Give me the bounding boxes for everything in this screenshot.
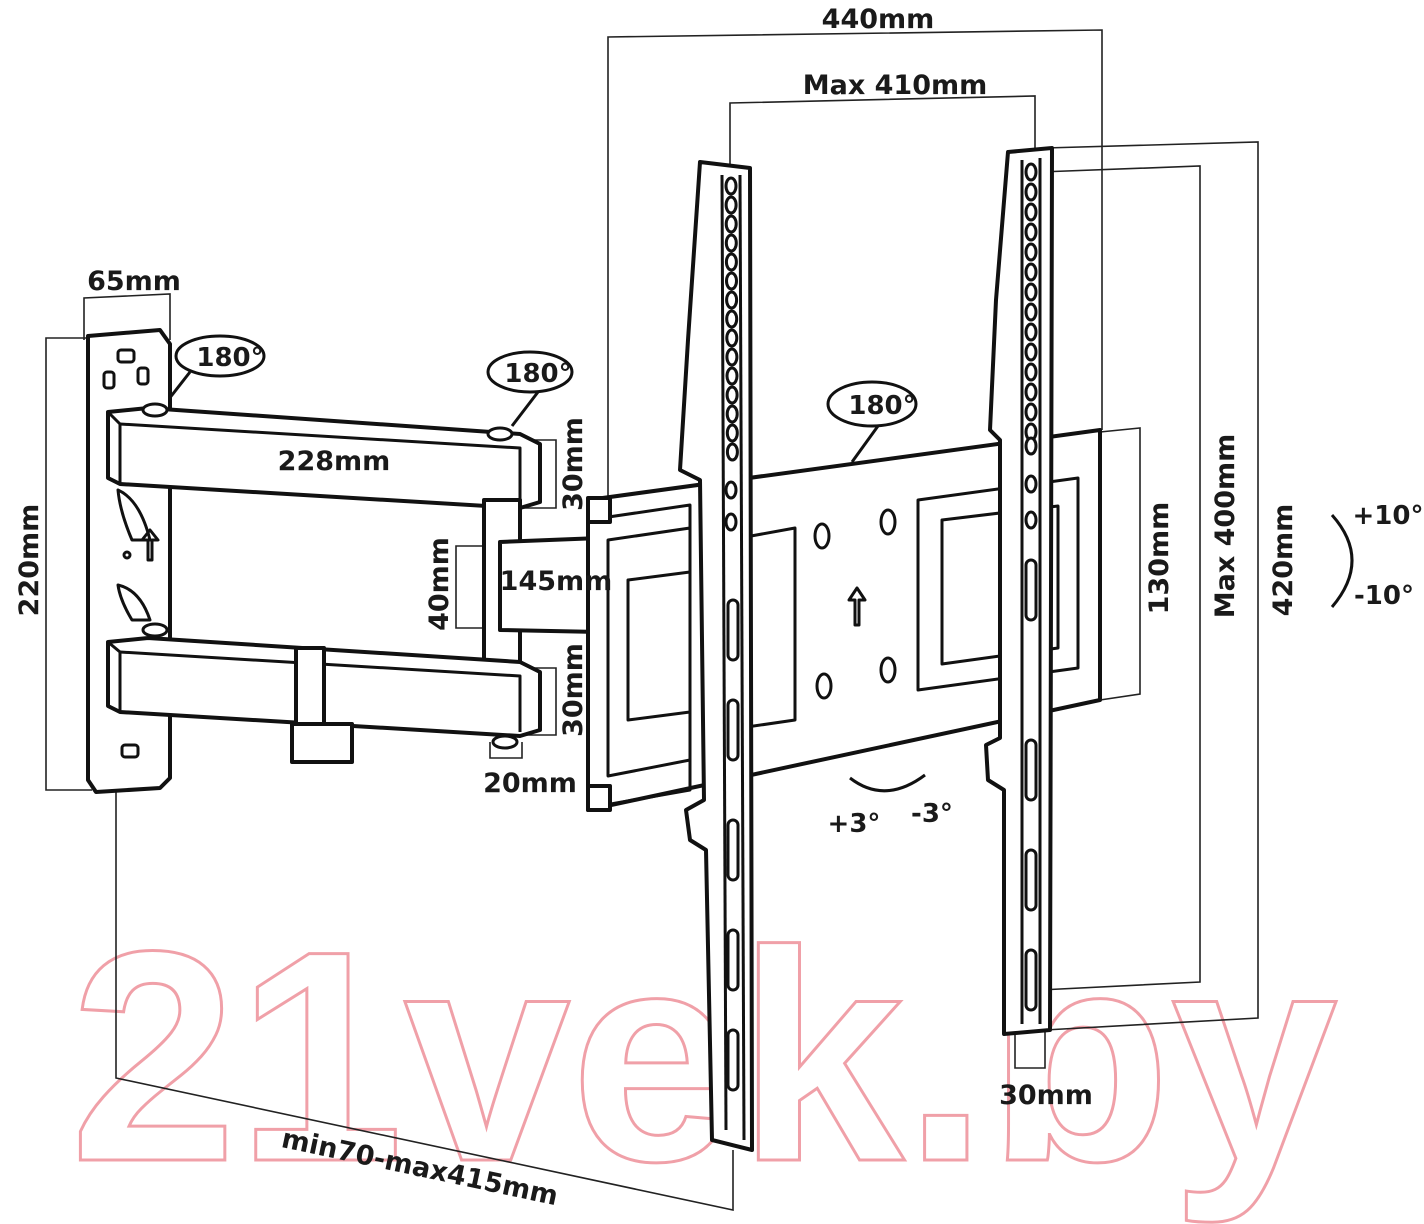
rail-slot <box>1024 848 1038 912</box>
rail-hole <box>1024 262 1038 282</box>
label-arm-length: 228mm <box>278 446 391 477</box>
rail-hole <box>725 290 739 310</box>
rail-slot <box>726 598 740 662</box>
label-total-width: 440mm <box>822 4 935 35</box>
rail-hole <box>724 176 738 196</box>
rail-hole <box>724 214 738 234</box>
rail-slot <box>1024 738 1038 802</box>
rail-slot <box>1024 558 1038 622</box>
label-tilt-up: +10° <box>1353 501 1424 531</box>
rail-hole <box>1024 402 1038 422</box>
watermark: 21vek.by <box>70 888 1340 1224</box>
label-wall-plate-height: 220mm <box>14 504 45 617</box>
rail-hole <box>1024 382 1038 402</box>
label-rail-width: 30mm <box>999 1080 1093 1111</box>
rail-hole <box>1024 302 1038 322</box>
rail-hole <box>1024 362 1038 382</box>
rail-hole <box>724 480 738 500</box>
rail-hole <box>1024 182 1038 202</box>
rail-slot <box>726 698 740 762</box>
rail-hole <box>725 385 739 405</box>
rail-hole <box>724 512 738 532</box>
rail-hole <box>724 233 738 253</box>
rail-hole <box>1024 222 1038 242</box>
rail-hole <box>725 442 739 462</box>
rail-hole <box>1024 322 1038 342</box>
label-level-minus: -3° <box>911 799 953 829</box>
rail-hole <box>1024 342 1038 362</box>
label-center-arm-length: 145mm <box>500 566 613 597</box>
label-tilt-down: -10° <box>1354 581 1414 611</box>
rail-hole <box>1024 242 1038 262</box>
label-level-plus: +3° <box>828 809 881 839</box>
label-total-height: 420mm <box>1268 504 1299 617</box>
rail-slot <box>726 1028 740 1092</box>
rail-slot <box>726 928 740 992</box>
label-max-vesa-height: Max 400mm <box>1210 434 1241 619</box>
wall-plate <box>86 328 172 794</box>
label-swivel-wall: 180° <box>196 343 263 373</box>
rail-hole <box>1024 510 1038 530</box>
label-max-vesa-width: Max 410mm <box>803 70 988 101</box>
rail-slot <box>1024 948 1038 1012</box>
label-arm-thickness-top: 30mm <box>558 417 589 511</box>
label-gap-bottom: 20mm <box>483 768 577 799</box>
rail-slot <box>726 818 740 882</box>
label-wall-plate-width: 65mm <box>87 266 181 297</box>
dimension-lines <box>45 29 1354 1211</box>
label-swivel-arm: 180° <box>504 359 571 389</box>
rail-hole <box>1024 202 1038 222</box>
rail-mounting-holes <box>724 162 1038 1092</box>
rail-hole <box>725 423 739 443</box>
rail-hole <box>725 309 739 329</box>
rail-hole <box>1024 162 1038 182</box>
rail-hole <box>1024 436 1038 456</box>
rail-hole <box>725 347 739 367</box>
rail-hole <box>725 366 739 386</box>
rail-hole <box>1024 474 1038 494</box>
rail-hole <box>725 328 739 348</box>
rail-hole <box>1024 282 1038 302</box>
rail-hole <box>724 252 738 272</box>
rail-hole <box>725 271 738 291</box>
label-arm-thickness-bottom: 30mm <box>558 643 589 737</box>
label-bracket-height: 130mm <box>1144 502 1175 615</box>
label-rotation-plate: 180° <box>848 391 915 421</box>
lower-arm <box>106 622 542 764</box>
rail-hole <box>725 404 739 424</box>
upper-arm <box>106 402 542 510</box>
rail-hole <box>724 195 738 215</box>
label-center-arm-height: 40mm <box>424 537 455 631</box>
